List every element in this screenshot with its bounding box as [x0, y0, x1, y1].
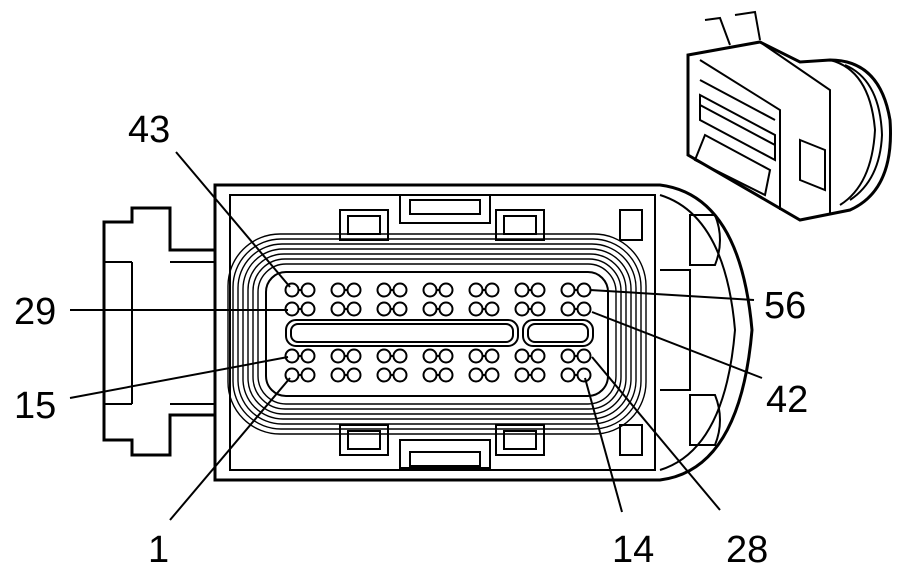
seal-rings — [227, 233, 647, 435]
pin-cavity — [392, 367, 408, 383]
pin-cavity — [376, 282, 392, 298]
pin-cavity — [330, 348, 346, 364]
leader-lines — [69, 151, 763, 521]
pin-cavity — [376, 348, 392, 364]
pin-cavity — [484, 348, 500, 364]
label-pin-29: 29 — [14, 291, 56, 333]
pin-number-labels: 43 29 15 1 56 42 28 14 — [14, 109, 808, 571]
pin-cavity — [468, 301, 484, 317]
pin-cavity — [468, 367, 484, 383]
label-pin-42: 42 — [766, 379, 808, 421]
pin-cavity — [422, 367, 438, 383]
pin-cavity — [484, 282, 500, 298]
pin-cavity — [422, 301, 438, 317]
pin-cavity — [576, 367, 592, 383]
bottom-lock-tabs — [339, 424, 643, 469]
label-pin-28: 28 — [726, 529, 768, 571]
pin-cavity — [330, 282, 346, 298]
pin-cavity — [392, 301, 408, 317]
pin-cavity — [514, 282, 530, 298]
pin-cavity — [514, 348, 530, 364]
pin-cavity — [300, 348, 316, 364]
pin-cavity — [392, 282, 408, 298]
pin-cavity — [560, 367, 576, 383]
pin-cavity — [560, 348, 576, 364]
pin-cavity — [330, 367, 346, 383]
pin-cavity — [300, 367, 316, 383]
pin-cavity — [376, 301, 392, 317]
pin-cavity — [422, 282, 438, 298]
pin-cavity — [438, 367, 454, 383]
label-pin-15: 15 — [14, 385, 56, 427]
pin-cavity — [392, 348, 408, 364]
pin-cavity — [576, 282, 592, 298]
connector-isometric-inset — [686, 10, 892, 222]
pin-cavity — [576, 348, 592, 364]
pin-cavity — [300, 282, 316, 298]
pin-cavity — [484, 301, 500, 317]
pin-cavity — [514, 367, 530, 383]
connector-housing — [213, 183, 754, 482]
pin-cavity — [560, 282, 576, 298]
pin-cavity — [484, 367, 500, 383]
pin-cavity — [530, 348, 546, 364]
pin-cavity — [346, 301, 362, 317]
pin-cavity — [346, 367, 362, 383]
pin-cavity — [300, 301, 316, 317]
pin-cavity — [530, 282, 546, 298]
label-pin-43: 43 — [128, 109, 170, 151]
label-pin-56: 56 — [764, 285, 806, 327]
pin-cavity — [514, 301, 530, 317]
label-pin-14: 14 — [612, 529, 654, 571]
center-keys — [285, 319, 594, 347]
pin-cavity — [468, 282, 484, 298]
pin-cavity — [560, 301, 576, 317]
left-mounting-tab — [102, 206, 215, 457]
pin-cavity — [346, 282, 362, 298]
pin-cavity — [576, 301, 592, 317]
pin-cavities — [284, 282, 592, 383]
pin-cavity — [530, 301, 546, 317]
pin-cavity — [438, 301, 454, 317]
pin-cavity — [376, 367, 392, 383]
pin-cavity — [422, 348, 438, 364]
top-lock-tabs — [339, 194, 643, 241]
pin-cavity — [530, 367, 546, 383]
pin-cavity — [330, 301, 346, 317]
pin-cavity — [438, 282, 454, 298]
pin-cavity — [284, 348, 300, 364]
pin-cavity — [468, 348, 484, 364]
label-pin-1: 1 — [148, 529, 169, 571]
pin-cavity — [438, 348, 454, 364]
pin-cavity — [346, 348, 362, 364]
